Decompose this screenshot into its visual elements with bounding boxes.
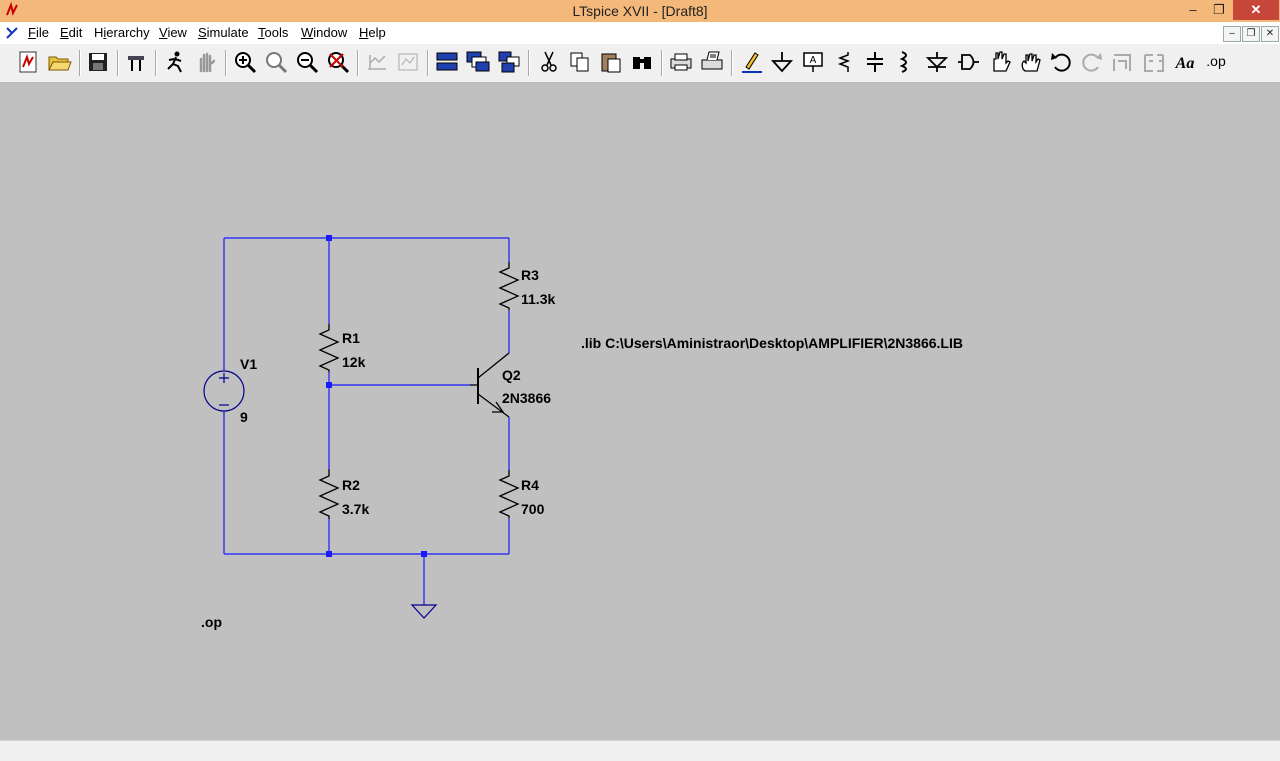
r4-name[interactable]: R4 [521,477,539,493]
status-bar [0,740,1280,761]
r2-name[interactable]: R2 [342,477,360,493]
autorange-icon[interactable] [364,49,390,75]
move-icon[interactable] [986,49,1012,75]
menu-bar: File Edit Hierarchy View Simulate Tools … [0,22,1280,44]
resistor-r3 [498,262,520,310]
zoom-fit-icon[interactable] [325,49,351,75]
voltage-source-v1 [203,369,245,413]
r3-value[interactable]: 11.3k [521,291,556,307]
r2-value[interactable]: 3.7k [342,501,370,517]
menu-file[interactable]: File [28,25,49,40]
control-panel-icon[interactable] [123,49,149,75]
rotate-icon[interactable] [1110,49,1136,75]
svg-text:A: A [810,55,817,66]
v1-name[interactable]: V1 [240,356,258,372]
menu-tools[interactable]: Tools [258,25,289,40]
copy-icon[interactable] [567,49,593,75]
r3-name[interactable]: R3 [521,267,539,283]
mdi-close-button[interactable]: ✕ [1261,26,1279,42]
pan-icon[interactable] [263,49,289,75]
draw-wire-icon[interactable] [738,49,764,75]
resistor-icon[interactable] [831,49,857,75]
schematic-canvas[interactable] [0,83,1280,739]
cascade-icon[interactable] [465,49,491,75]
ground-symbol [410,604,438,619]
r1-name[interactable]: R1 [342,330,360,346]
zoom-out-icon[interactable] [294,49,320,75]
capacitor-icon[interactable] [862,49,888,75]
drag-icon[interactable] [1017,49,1043,75]
mdi-minimize-button[interactable]: – [1223,26,1241,42]
undo-icon[interactable] [1048,49,1074,75]
open-icon[interactable] [46,49,72,75]
run-icon[interactable] [162,49,188,75]
split-icon[interactable] [395,49,421,75]
transistor-q2 [470,352,510,418]
component-icon[interactable] [955,49,981,75]
save-icon[interactable] [85,49,111,75]
minimize-button[interactable]: – [1189,2,1197,17]
title-bar: LTspice XVII - [Draft8] – ❐ ✕ [0,0,1280,22]
mirror-icon[interactable] [1141,49,1167,75]
r1-value[interactable]: 12k [342,354,366,370]
print-setup-icon[interactable] [699,49,725,75]
paste-icon[interactable] [598,49,624,75]
junction-dots [326,235,427,557]
menu-hierarchy[interactable]: Hierarchy [94,25,150,40]
toolbar: A Aa .op [0,44,1280,83]
mdi-restore-button[interactable]: ❐ [1242,26,1260,42]
q2-name[interactable]: Q2 [502,367,521,383]
tile-vertical-icon[interactable] [496,49,522,75]
document-system-menu-icon[interactable] [4,25,20,41]
halt-icon[interactable] [193,49,219,75]
find-icon[interactable] [629,49,655,75]
r4-value[interactable]: 700 [521,501,545,517]
menu-edit[interactable]: Edit [60,25,83,40]
lib-directive[interactable]: .lib C:\Users\Aministraor\Desktop\AMPLIF… [581,335,963,351]
menu-simulate[interactable]: Simulate [198,25,249,40]
zoom-in-icon[interactable] [232,49,258,75]
text-icon[interactable]: Aa [1172,49,1198,75]
menu-view[interactable]: View [159,25,187,40]
resistor-r2 [318,469,340,519]
redo-icon[interactable] [1079,49,1105,75]
cut-icon[interactable] [536,49,562,75]
ground-icon[interactable] [769,49,795,75]
spice-directive-icon[interactable]: .op [1203,49,1229,75]
op-directive[interactable]: .op [201,614,222,630]
window-title: LTspice XVII - [Draft8] [572,3,708,19]
spice-directive-icon-label: .op [1206,53,1226,69]
diode-icon[interactable] [924,49,950,75]
menu-help[interactable]: Help [359,25,386,40]
wires [223,237,510,605]
resistor-r1 [318,324,340,372]
resistor-r4 [498,470,520,518]
maximize-button[interactable]: ❐ [1213,2,1225,17]
tile-horizontal-icon[interactable] [434,49,460,75]
new-schematic-icon[interactable] [15,49,41,75]
menu-window[interactable]: Window [301,25,348,40]
q2-value[interactable]: 2N3866 [502,390,552,406]
text-icon-label: Aa [1175,55,1195,72]
ltspice-logo-icon [6,2,18,16]
print-icon[interactable] [668,49,694,75]
inductor-icon[interactable] [893,49,919,75]
close-button[interactable]: ✕ [1233,0,1279,20]
v1-value[interactable]: 9 [240,409,248,425]
label-net-icon[interactable]: A [800,49,826,75]
